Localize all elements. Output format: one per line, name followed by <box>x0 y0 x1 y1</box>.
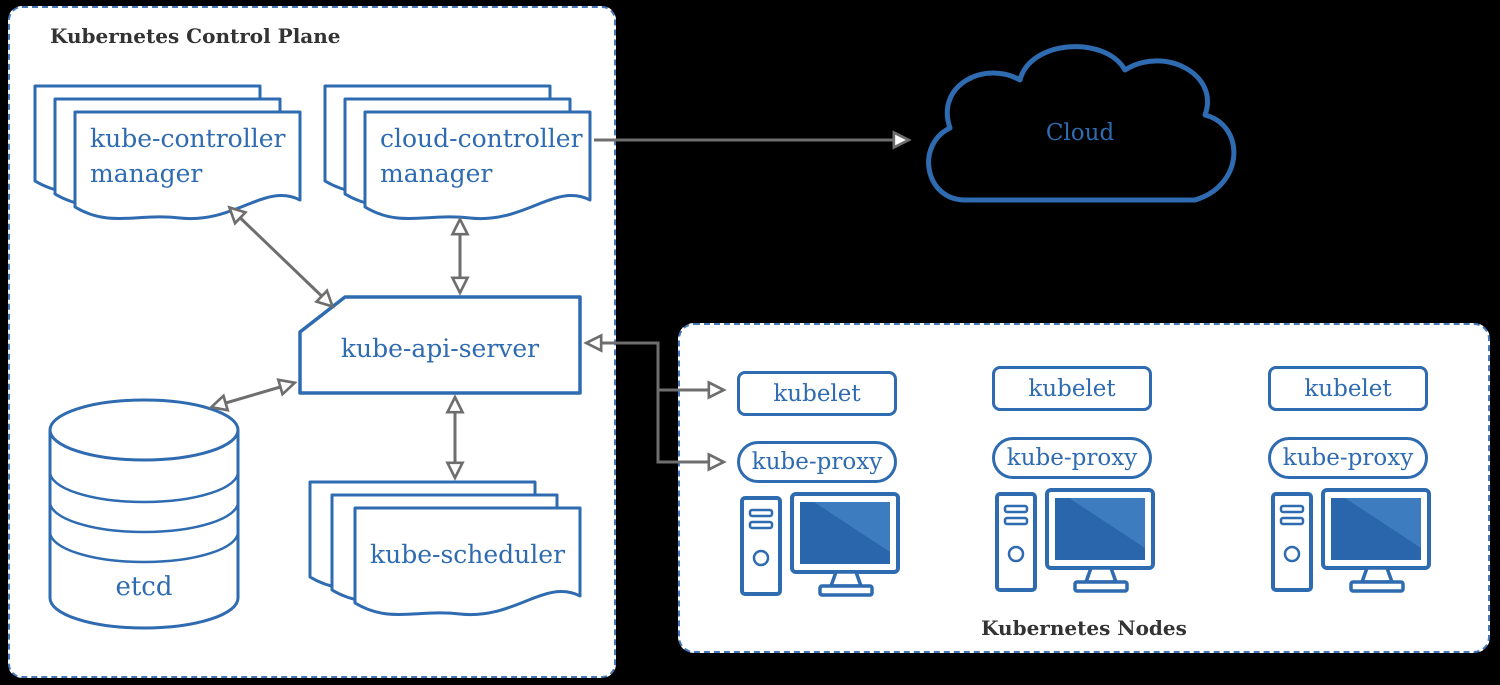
kube-controller-manager-label: kube-controller manager <box>90 124 286 188</box>
kube-api-server-label: kube-api-server <box>340 334 540 363</box>
cloud-label: Cloud <box>1045 120 1115 146</box>
cloud-controller-manager-label: cloud-controller manager <box>380 124 583 188</box>
kubelet-box: kubelet <box>992 366 1152 411</box>
kubernetes-nodes-title: Kubernetes Nodes <box>981 616 1187 640</box>
kubelet-box: kubelet <box>1268 366 1428 411</box>
control-plane-title: Kubernetes Control Plane <box>50 24 341 48</box>
kube-proxy-box: kube-proxy <box>737 441 897 483</box>
kube-scheduler-label: kube-scheduler <box>369 540 566 569</box>
kube-proxy-box: kube-proxy <box>992 437 1152 479</box>
kube-proxy-box: kube-proxy <box>1268 437 1428 479</box>
kubelet-box: kubelet <box>737 371 897 416</box>
etcd-label: etcd <box>115 572 173 602</box>
